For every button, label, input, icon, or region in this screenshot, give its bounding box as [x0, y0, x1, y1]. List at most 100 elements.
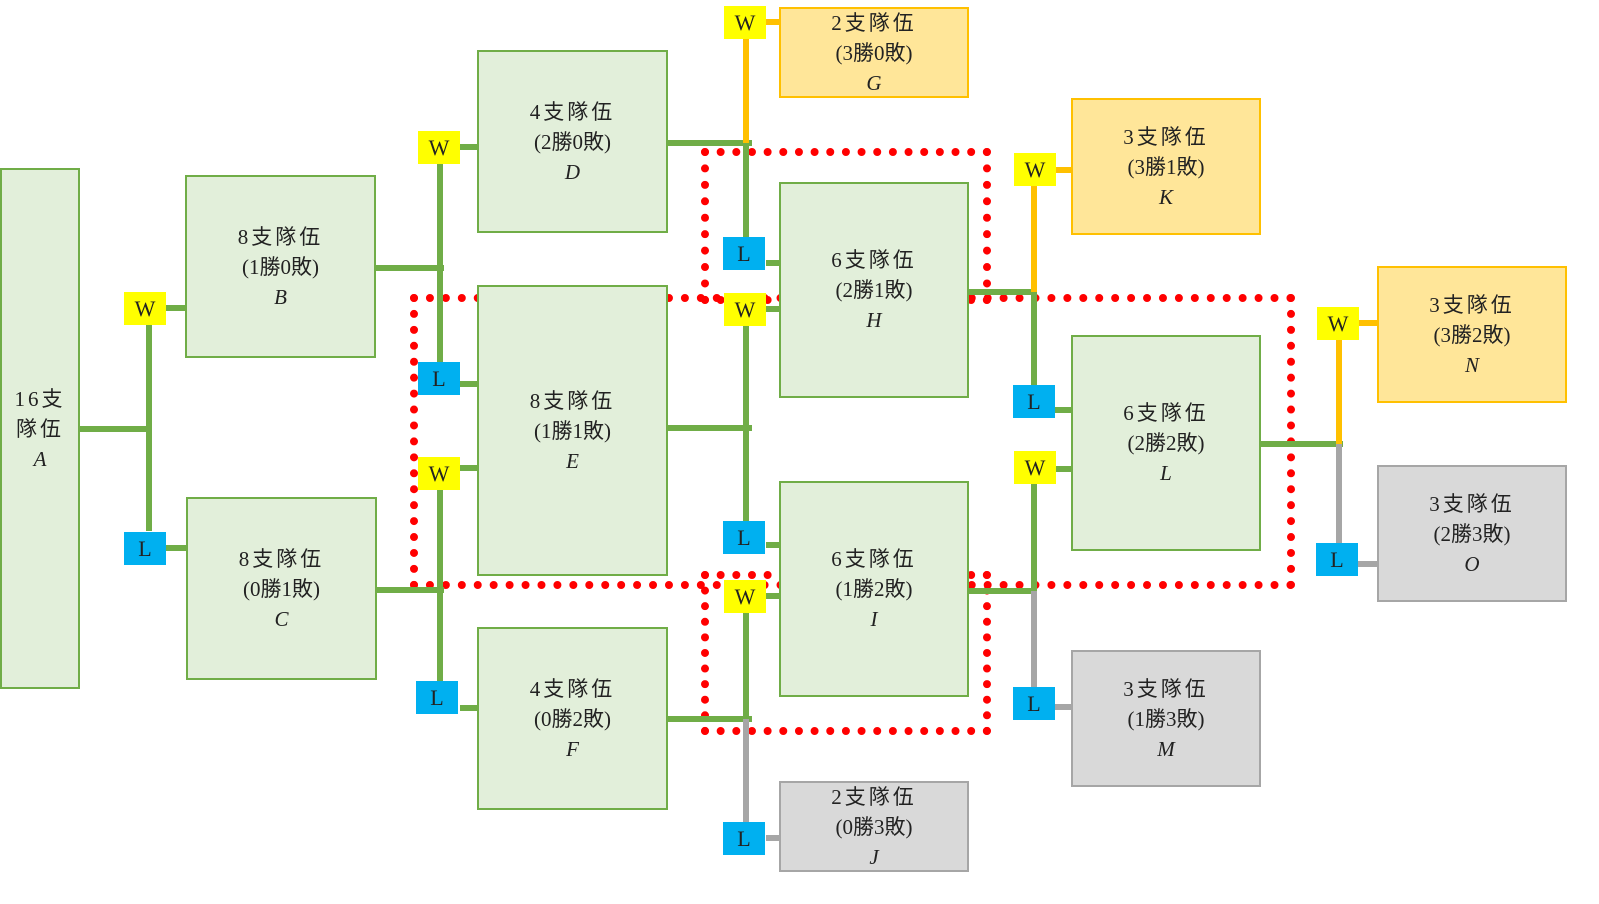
node-N-label: N: [1464, 352, 1479, 377]
node-K-record: (3勝1敗): [1127, 154, 1205, 179]
node-O-teams: 3支隊伍: [1429, 491, 1515, 516]
node-N-record: (3勝2敗): [1433, 322, 1511, 347]
node-H-label: H: [866, 308, 882, 332]
node-B-label: B: [274, 284, 287, 309]
node-D-teams: 4支隊伍: [529, 99, 616, 124]
node-D: 4支隊伍 (2勝0敗) D: [477, 50, 668, 233]
connector-W-K: [1055, 167, 1072, 173]
win-tag-A: W: [124, 292, 166, 325]
node-I: 6支隊伍 (1勝2敗) I: [779, 481, 969, 697]
node-E-record: (1勝1敗): [534, 418, 611, 443]
node-B-record: (1勝0敗): [242, 254, 319, 279]
node-D-record: (2勝0敗): [534, 129, 611, 154]
node-C-label: C: [274, 606, 289, 631]
node-H-teams: 6支隊伍: [831, 248, 917, 272]
node-A-teams: 16支: [14, 386, 66, 411]
connector-E-vertical: [743, 326, 749, 522]
connector-F-out: [668, 716, 752, 722]
connector-D-vertical-down: [743, 143, 749, 238]
connector-H-out: [969, 289, 1037, 295]
connector-D-out: [668, 140, 752, 146]
node-C: 8支隊伍 (0勝1敗) C: [186, 497, 377, 680]
loss-tag-A: L: [124, 532, 166, 565]
node-M-label: M: [1157, 736, 1175, 761]
node-K-teams: 3支隊伍: [1123, 124, 1209, 149]
connector-H-vertical-down: [1031, 292, 1037, 386]
node-M-record: (1勝3敗): [1127, 706, 1205, 731]
loss-tag-B: L: [418, 362, 460, 395]
node-N-teams: 3支隊伍: [1429, 292, 1515, 317]
connector-W-N: [1358, 320, 1378, 326]
win-tag-L: W: [1317, 307, 1359, 340]
connector-W-B: [166, 305, 186, 311]
connector-F-vertical-down: [743, 719, 749, 822]
win-tag-F: W: [724, 580, 766, 613]
connector-B-vertical: [437, 164, 443, 369]
connector-C-out: [376, 587, 444, 593]
connector-L-J: [766, 835, 780, 841]
connector-L-M: [1055, 704, 1072, 710]
loss-tag-C: L: [416, 681, 458, 714]
node-H-record: (2勝1敗): [835, 278, 913, 302]
connector-L-O: [1358, 561, 1378, 567]
connector-B-out: [376, 265, 444, 271]
node-L-label: L: [1160, 461, 1172, 485]
node-L-record: (2勝2敗): [1127, 431, 1205, 455]
win-tag-D: W: [724, 6, 766, 39]
connector-A-out: [80, 426, 152, 432]
node-D-label: D: [564, 159, 581, 184]
connector-L-L: [1055, 407, 1072, 413]
node-C-teams: 8支隊伍: [238, 546, 325, 571]
node-A-teams-cont: 隊伍: [16, 416, 64, 441]
node-B-teams: 8支隊伍: [237, 224, 324, 249]
node-F-record: (0勝2敗): [534, 706, 611, 731]
win-tag-C: W: [418, 457, 460, 490]
node-G-label: G: [866, 70, 882, 95]
node-I-label: I: [870, 607, 878, 631]
node-H: 6支隊伍 (2勝1敗) H: [779, 182, 969, 398]
node-C-record: (0勝1敗): [243, 576, 320, 601]
node-I-teams: 6支隊伍: [831, 547, 917, 571]
connector-F-vertical-up: [743, 612, 749, 720]
node-J-label: J: [869, 844, 879, 869]
connector-C-vertical: [437, 490, 443, 682]
connector-L-F: [460, 705, 478, 711]
node-F-label: F: [566, 736, 579, 761]
connector-W-H: [766, 306, 780, 312]
connector-W-G: [766, 19, 780, 25]
connector-D-vertical-up: [743, 38, 749, 143]
connector-A-vertical: [146, 325, 152, 531]
node-K-label: K: [1158, 184, 1173, 209]
connector-E-out: [668, 425, 752, 431]
node-O-record: (2勝3敗): [1433, 521, 1511, 546]
node-E-label: E: [566, 448, 579, 473]
connector-W-I: [766, 593, 780, 599]
win-tag-B: W: [418, 131, 460, 164]
connector-I-vertical-down: [1031, 591, 1037, 687]
node-A: 16支 隊伍 A: [0, 168, 80, 689]
win-tag-I: W: [1014, 451, 1056, 484]
win-tag-H: W: [1014, 153, 1056, 186]
connector-H-vertical-up: [1031, 185, 1037, 292]
node-J-record: (0勝3敗): [835, 814, 913, 839]
node-J-teams: 2支隊伍: [831, 784, 917, 809]
node-M-teams: 3支隊伍: [1123, 676, 1209, 701]
connector-W-D: [460, 144, 478, 150]
connector-L-vertical-down: [1336, 444, 1342, 543]
node-G-teams: 2支隊伍: [831, 10, 917, 35]
node-E-teams: 8支隊伍: [529, 388, 616, 413]
node-J: 2支隊伍 (0勝3敗) J: [779, 781, 969, 872]
connector-W-L: [1055, 466, 1072, 472]
node-L: 6支隊伍 (2勝2敗) L: [1071, 335, 1261, 551]
loss-tag-H: L: [1013, 385, 1055, 418]
loss-tag-D: L: [723, 237, 765, 270]
connector-I-out: [969, 588, 1037, 594]
node-E: 8支隊伍 (1勝1敗) E: [477, 285, 668, 576]
connector-L-out: [1261, 441, 1343, 447]
node-N: 3支隊伍 (3勝2敗) N: [1377, 266, 1567, 403]
node-O-label: O: [1464, 551, 1480, 576]
node-F-teams: 4支隊伍: [529, 676, 616, 701]
node-O: 3支隊伍 (2勝3敗) O: [1377, 465, 1567, 602]
loss-tag-E: L: [723, 521, 765, 554]
connector-L-I: [766, 542, 780, 548]
